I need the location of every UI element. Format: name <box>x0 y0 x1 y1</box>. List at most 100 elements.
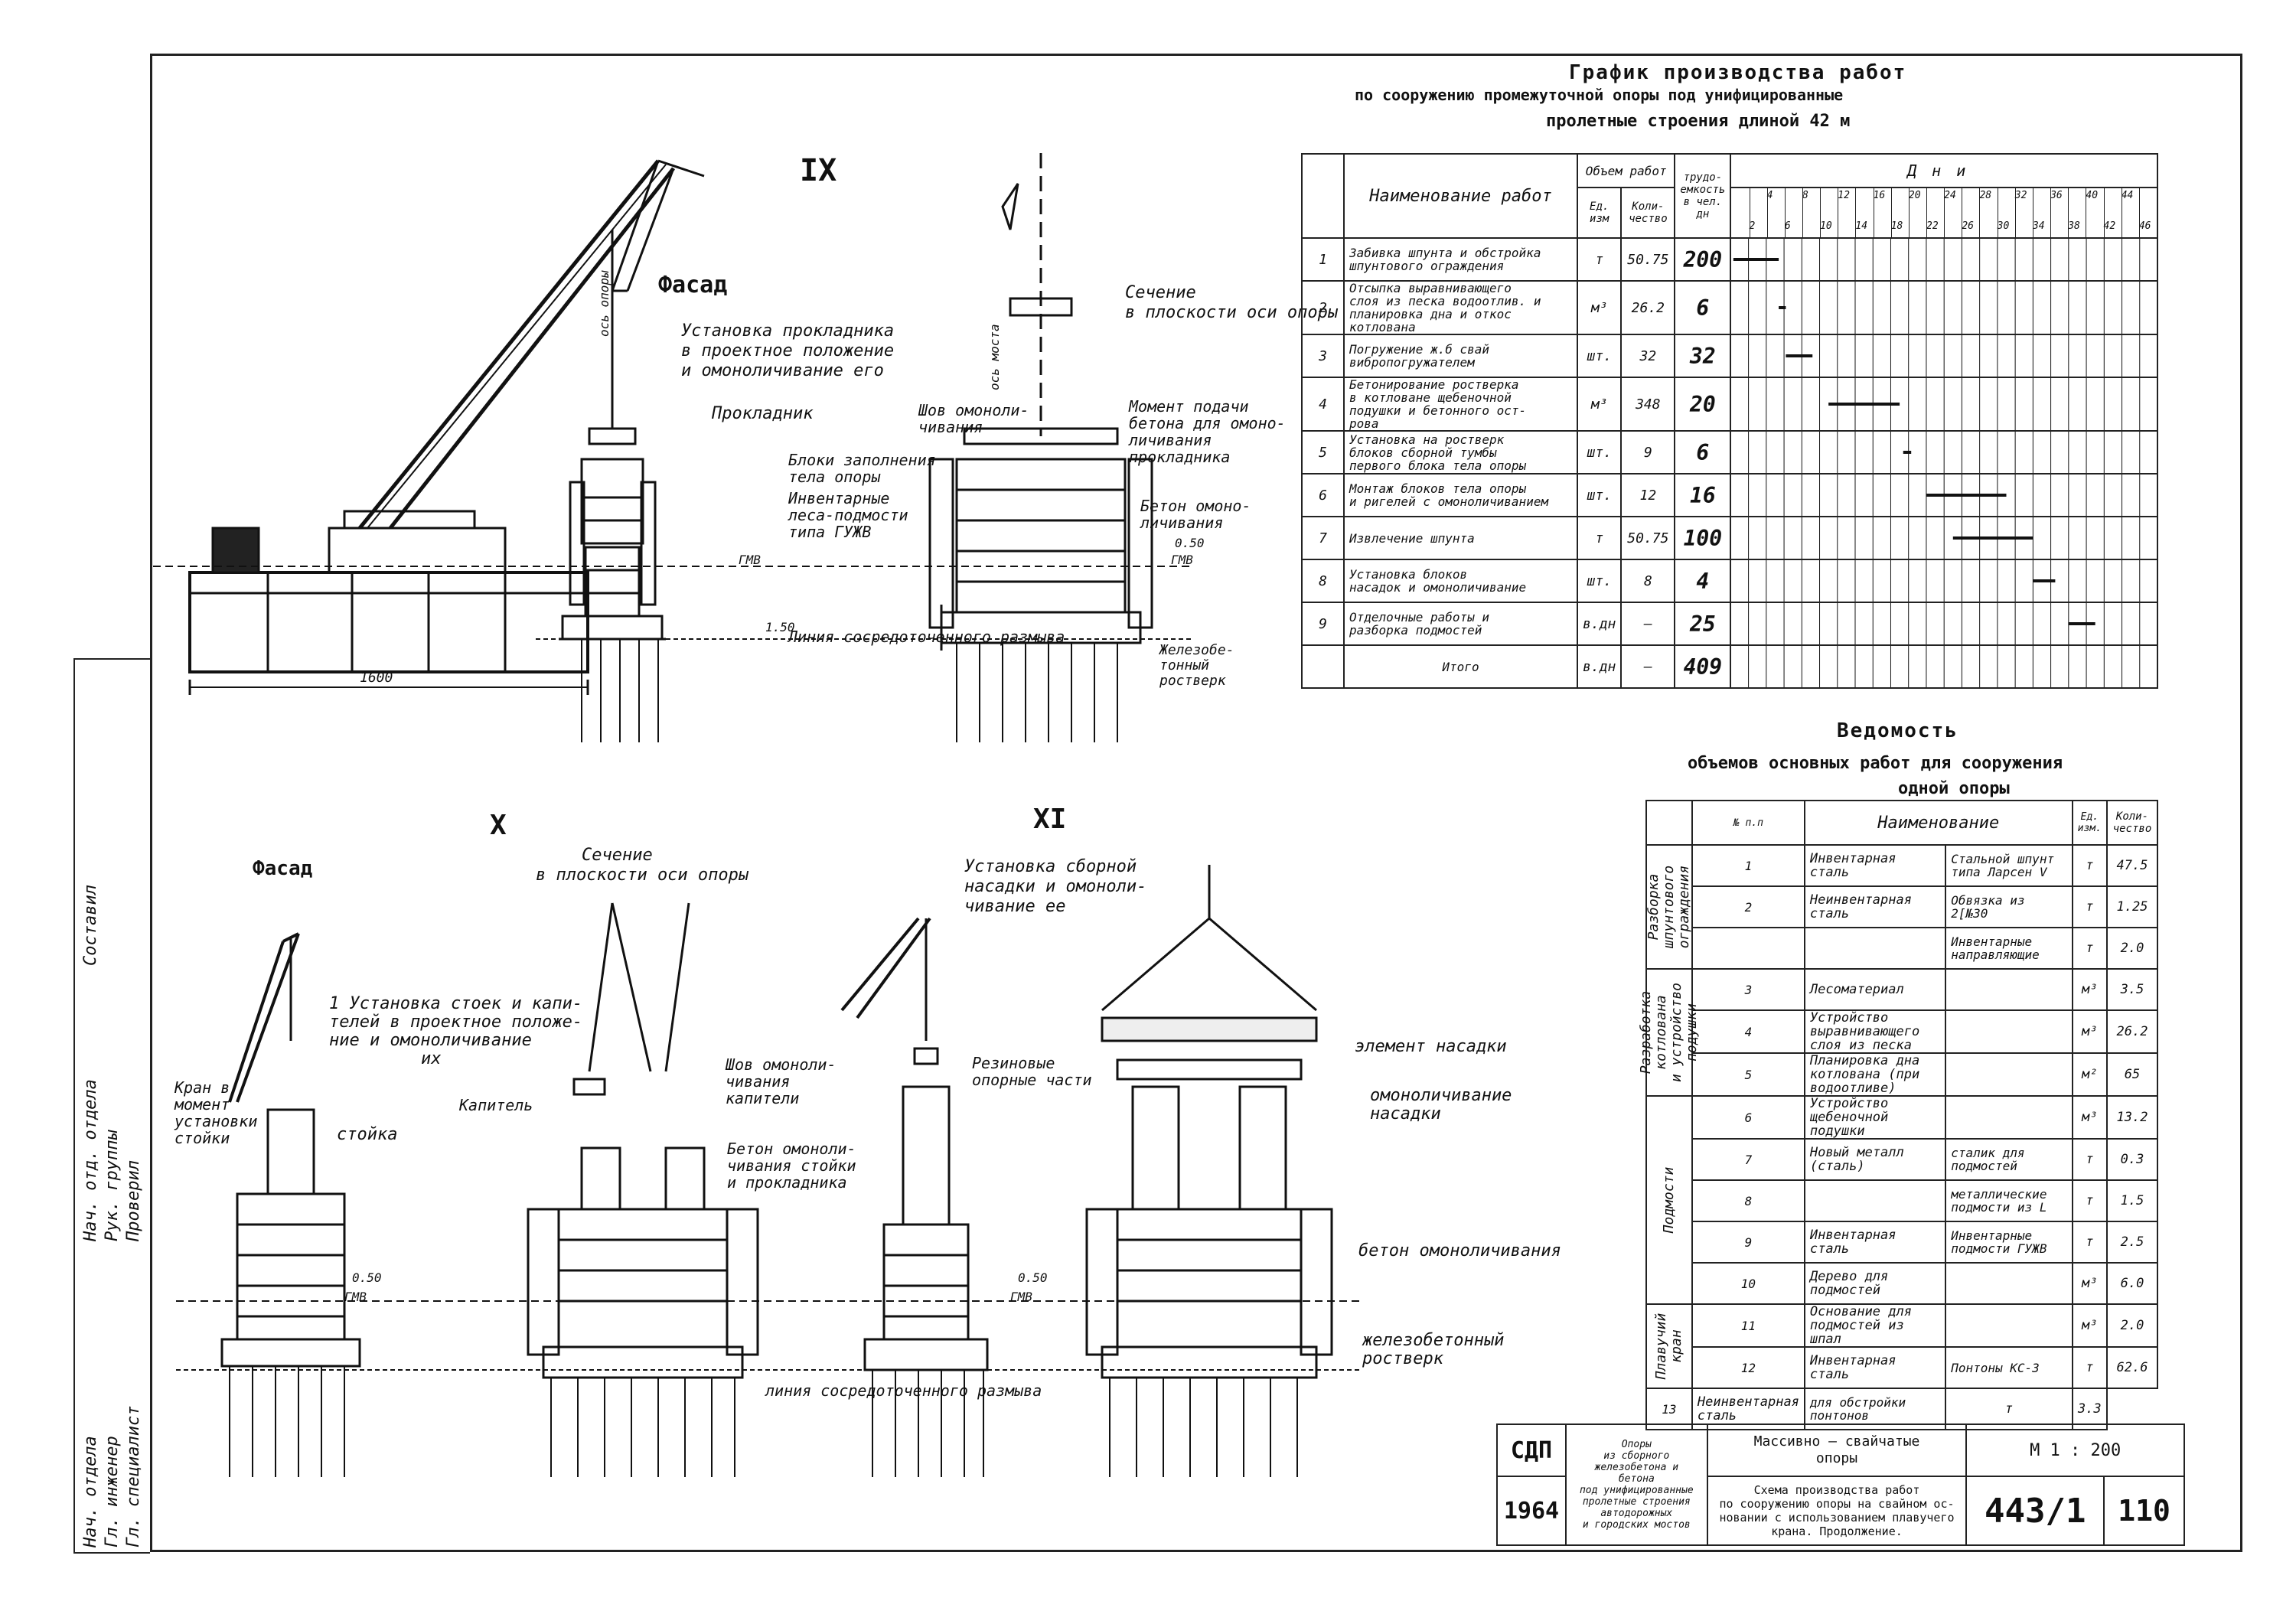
label-gmv-ix: ГМВ <box>739 553 761 567</box>
label-line: установки <box>174 1112 258 1130</box>
schedule-cell-days <box>1730 644 2158 689</box>
day-tick-label: 36 <box>2050 190 2063 201</box>
statement-cell-detail: сталик для подмостей <box>1945 1138 2073 1181</box>
statement-cell-n: 13 <box>1645 1388 1693 1430</box>
label-line: чивания стойки <box>727 1156 856 1175</box>
schedule-cell-labor: 100 <box>1674 516 1732 560</box>
day-tick-line <box>1890 188 1892 237</box>
statement-cell-qty: 6.0 <box>2105 1262 2159 1305</box>
statement-cell-name <box>1803 1179 1947 1222</box>
desc-line: Схема производства работ <box>1753 1483 1920 1497</box>
view-xi-install-note: Установка сборной насадки и омоноли- чив… <box>964 857 1146 917</box>
statement-cell-unit: т <box>2071 844 2108 887</box>
statement-cell-detail: Понтоны КС-3 <box>1945 1346 2073 1389</box>
label-line: насадки <box>1370 1104 1441 1123</box>
view-numeral-x: X <box>490 810 507 841</box>
label-lesa: Инвентарные леса-подмости типа ГУЖВ <box>788 490 908 540</box>
schedule-cell-n <box>1301 644 1345 689</box>
note-line: насадки и омоноли- <box>964 877 1147 896</box>
title-block: СДП Опоры из сборного железобетона и бет… <box>1496 1423 2185 1546</box>
day-tick-line <box>2050 188 2052 237</box>
label-liniya-xi: линия сосредоточенного размыва <box>765 1381 1042 1400</box>
schedule-cell-qty: 9 <box>1620 430 1676 474</box>
note-line: чивание ее <box>964 897 1066 916</box>
label-line: Бетон омоно- <box>1140 497 1251 515</box>
statement-group-line: котлована <box>1652 995 1669 1070</box>
schedule-title: График производства работ <box>1569 61 1907 84</box>
day-tick-label: 22 <box>1926 220 1939 232</box>
schedule-cell-n: 6 <box>1301 473 1345 517</box>
schedule-cell-unit: т <box>1576 516 1623 560</box>
day-tick-label: 46 <box>2138 220 2151 232</box>
schedule-cell-unit: в.дн <box>1576 644 1623 689</box>
label-rezina: Резиновые опорные части <box>972 1055 1092 1088</box>
schedule-name-line: Отсыпка выравнивающего <box>1349 281 1512 295</box>
label-line: чивания <box>726 1072 791 1091</box>
statement-cell-detail <box>1945 968 2073 1011</box>
label-line: и прокладника <box>727 1173 847 1192</box>
label-line: леса-подмости <box>788 506 908 524</box>
series-line: бетона <box>1618 1473 1655 1485</box>
schedule-header-unit: Ед. изм <box>1576 187 1623 239</box>
piles-xi-facade <box>872 1370 984 1477</box>
statement-cell-unit: м³ <box>2071 1009 2108 1054</box>
schedule-name-line: планировка дна и откос <box>1349 307 1512 321</box>
schedule-name-line: в котловане щебеночной <box>1349 390 1512 405</box>
day-tick-line <box>1926 188 1928 237</box>
schedule-cell-n: 5 <box>1301 430 1345 474</box>
title-block-year: 1964 <box>1496 1476 1567 1546</box>
statement-cell-qty: 0.3 <box>2105 1138 2159 1181</box>
label-shov: Шов омоноли- чивания <box>918 402 1029 435</box>
schedule-cell-unit: т <box>1576 237 1623 282</box>
statement-cell-n <box>1691 927 1805 970</box>
series-line: и городских мостов <box>1582 1519 1691 1531</box>
label-line: личивания <box>1140 514 1224 532</box>
schedule-name-line: рова <box>1349 416 1379 431</box>
schedule-cell-labor: 25 <box>1674 602 1732 646</box>
schedule-name-line: слоя из песка водоотлив. и <box>1349 294 1541 308</box>
statement-cell-n: 10 <box>1691 1262 1805 1305</box>
schedule-name-line: вибропогружателем <box>1349 355 1475 370</box>
schedule-name-line: Погружение ж.б свай <box>1349 342 1490 357</box>
schedule-cell-labor: 20 <box>1674 377 1732 432</box>
statement-subtitle-2: одной опоры <box>1898 779 2010 798</box>
statement-cell-detail: Обвязка из 2[№30 <box>1945 885 2073 928</box>
view-x-install-note: 1 Установка стоек и капи- телей в проект… <box>329 995 582 1068</box>
statement-cell-qty: 3.3 <box>2071 1388 2108 1430</box>
schedule-cell-name: Извлечение шпунта <box>1343 516 1578 560</box>
label-stoika: стойка <box>337 1125 398 1144</box>
statement-cell-detail <box>1945 1095 2073 1140</box>
label-line: тонный <box>1159 657 1210 673</box>
desc-line: крана. Продолжение. <box>1771 1525 1903 1538</box>
statement-group-line: Разработка <box>1637 990 1654 1075</box>
schedule-cell-n: 7 <box>1301 516 1345 560</box>
schedule-header-volume: Объем работ <box>1576 153 1676 188</box>
statement-cell-n: 7 <box>1691 1138 1805 1181</box>
day-tick-label: 20 <box>1908 190 1921 201</box>
day-tick-line <box>1820 188 1821 237</box>
label-gmv-x: ГМВ <box>344 1290 367 1304</box>
series-line: под унифицированные <box>1579 1485 1694 1496</box>
schedule-name-line: шпунтового ограждения <box>1349 259 1505 273</box>
statement-cell-qty: 3.5 <box>2105 968 2159 1011</box>
day-tick-label: 2 <box>1749 220 1756 232</box>
label-line: капители <box>726 1089 800 1107</box>
day-tick-line <box>1908 188 1910 237</box>
statement-cell-unit: т <box>2071 1138 2108 1181</box>
